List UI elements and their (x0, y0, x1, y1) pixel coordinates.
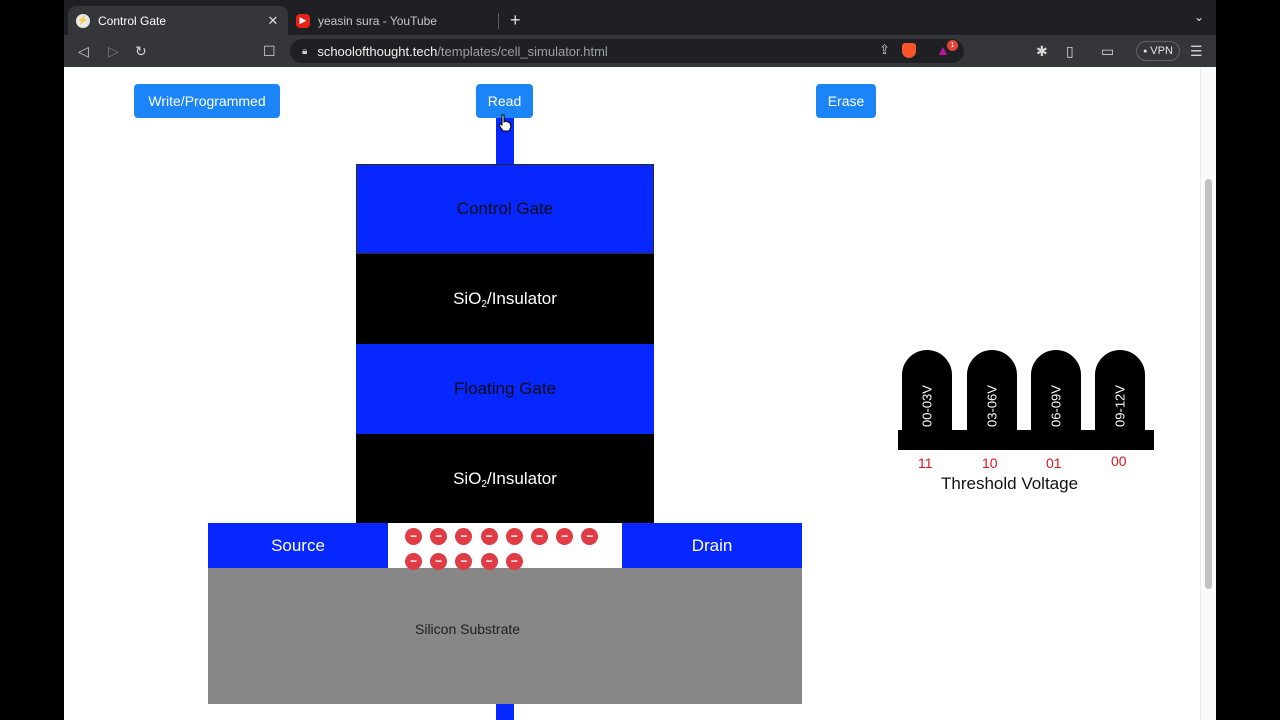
threshold-voltage-label: Threshold Voltage (941, 474, 1079, 493)
control-gate-label: Control Gate (456, 199, 554, 218)
write-programmed-button[interactable]: Write/Programmed (134, 84, 280, 118)
threshold-pillar: 06-09V (1031, 350, 1081, 445)
source-region: Source (208, 523, 388, 568)
substrate-label: Silicon Substrate (415, 621, 521, 637)
site-favicon-icon: ⚡ (76, 13, 90, 28)
youtube-favicon-icon: ▶ (296, 13, 310, 28)
scrollbar-thumb[interactable] (1205, 179, 1212, 589)
insulator-label: SiO2/Insulator (453, 288, 557, 310)
rewards-badge: 1 (947, 40, 958, 51)
state-code: 00 (1111, 453, 1127, 469)
floating-gate-layer: Floating Gate (356, 344, 654, 434)
reload-icon[interactable]: ↻ (135, 43, 147, 59)
pillar-range: 09-12V (1112, 385, 1128, 427)
url-path: /templates/cell_simulator.html (437, 43, 608, 59)
electron: − (505, 528, 523, 545)
electron: − (405, 553, 422, 570)
brave-rewards-icon[interactable]: ▲ (936, 42, 950, 58)
forward-icon[interactable]: ▷ (108, 43, 119, 59)
read-button[interactable]: Read (476, 84, 533, 118)
pillar-range: 03-06V (984, 385, 1000, 427)
brave-shields-icon[interactable] (902, 43, 916, 58)
new-tab-icon[interactable]: + (510, 10, 521, 30)
drain-label: Drain (691, 535, 733, 555)
tab-search-chevron-icon[interactable]: ⌄ (1193, 10, 1204, 24)
tab-youtube[interactable]: ▶ yeasin sura - YouTube (288, 6, 498, 35)
bookmark-icon[interactable]: ☐ (263, 43, 276, 59)
page-content: Write/Programmed Read Erase Control Gate… (64, 67, 1216, 720)
tab-strip: ⚡ Control Gate ✕ ▶ yeasin sura - YouTube… (64, 0, 1216, 35)
electron: − (480, 528, 498, 545)
threshold-pillar: 03-06V (967, 350, 1017, 445)
electron: − (531, 528, 548, 545)
state-code: 10 (982, 455, 998, 471)
menu-icon[interactable]: ☰ (1190, 43, 1203, 59)
browser-toolbar: ◁ ▷ ↻ ☐ 🔒︎ schoolofthought.tech/template… (64, 35, 1216, 67)
pillar-range: 06-09V (1048, 385, 1064, 427)
lock-icon: 🔒︎ (302, 45, 308, 57)
hand-cursor-icon (498, 114, 512, 132)
close-tab-icon[interactable]: ✕ (267, 12, 279, 28)
url-host: schoolofthought.tech (317, 43, 438, 59)
threshold-pillar: 00-03V (902, 350, 952, 445)
state-code: 01 (1046, 455, 1062, 471)
electron: − (556, 528, 574, 545)
extensions-icon[interactable]: ✱ (1036, 43, 1048, 59)
vpn-label: VPN (1150, 45, 1173, 57)
wallet-icon[interactable]: ▭ (1101, 43, 1115, 59)
threshold-base (898, 430, 1154, 450)
tab-title: Control Gate (98, 13, 167, 28)
vpn-status-dot-icon: ● (1143, 47, 1148, 55)
electron: − (505, 553, 523, 570)
back-icon[interactable]: ◁ (78, 43, 89, 59)
vpn-button[interactable]: ● VPN (1136, 41, 1180, 61)
insulator-label: SiO2/Insulator (453, 468, 557, 490)
tab-title: yeasin sura - YouTube (318, 13, 437, 28)
sidebar-icon[interactable]: ▯ (1066, 43, 1074, 59)
electron: − (430, 528, 448, 545)
state-code: 11 (918, 455, 933, 471)
insulator-layer-top: SiO2/Insulator (356, 254, 654, 344)
address-bar[interactable]: 🔒︎ schoolofthought.tech/templates/cell_s… (290, 39, 964, 63)
threshold-pillar: 09-12V (1095, 350, 1145, 445)
insulator-layer-bottom: SiO2/Insulator (356, 434, 654, 524)
substrate-wire (496, 704, 514, 720)
pillar-range: 00-03V (919, 385, 935, 427)
share-icon[interactable]: ⇪ (879, 42, 890, 57)
browser-window: ⚡ Control Gate ✕ ▶ yeasin sura - YouTube… (64, 0, 1216, 720)
electron: − (455, 553, 473, 570)
electron: − (430, 553, 448, 570)
electron: − (480, 553, 498, 570)
source-label: Source (271, 535, 325, 555)
drain-region: Drain (622, 523, 802, 568)
scrollbar[interactable] (1200, 67, 1216, 720)
erase-button[interactable]: Erase (816, 84, 876, 118)
electron: − (455, 528, 473, 545)
tab-divider (498, 13, 499, 29)
tab-control-gate[interactable]: ⚡ Control Gate ✕ (68, 6, 288, 35)
floating-gate-label: Floating Gate (453, 379, 557, 398)
electron: − (581, 528, 599, 545)
control-gate-layer: Control Gate (356, 164, 654, 254)
electron: − (405, 528, 422, 545)
